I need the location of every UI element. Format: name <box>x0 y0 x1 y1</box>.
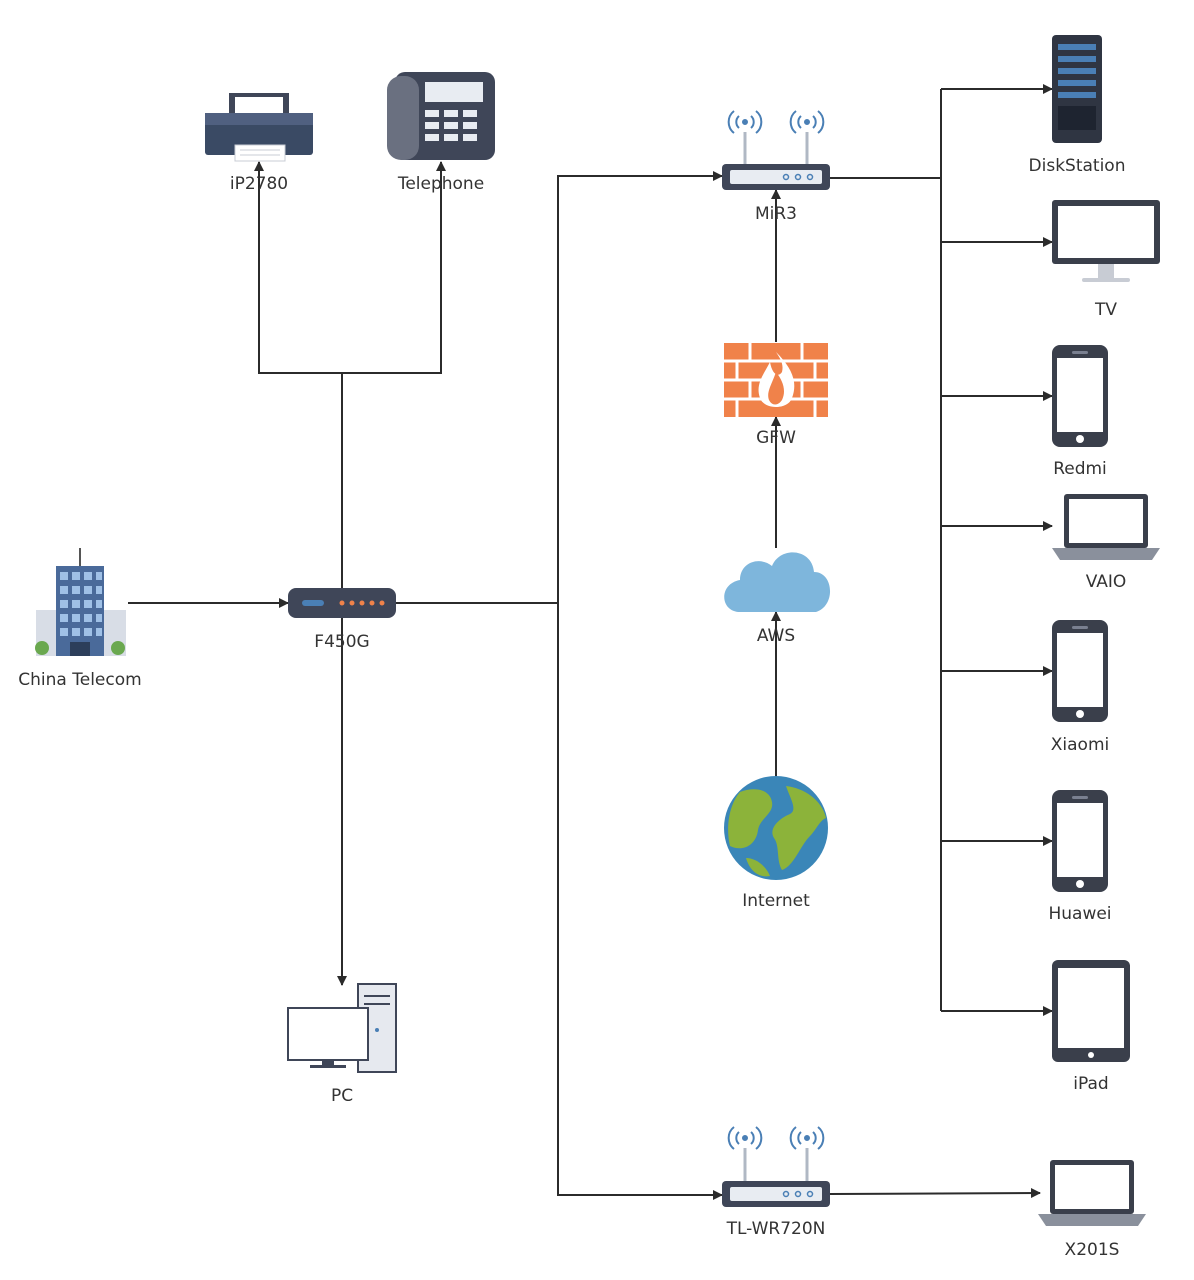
label-internet: Internet <box>742 891 810 911</box>
building-icon <box>35 548 126 656</box>
server-icon <box>1052 35 1102 143</box>
firewall-icon <box>724 343 828 417</box>
tablet-ipad-icon <box>1052 960 1130 1062</box>
tv-icon <box>1052 200 1160 282</box>
laptop-vaio-icon <box>1052 494 1160 560</box>
phone-redmi-icon <box>1052 345 1108 447</box>
label-f450g: F450G <box>314 632 370 652</box>
label-ipad: iPad <box>1073 1074 1109 1094</box>
edge-f450g-telephone <box>342 161 446 374</box>
router-tlwr720n-icon <box>722 1126 830 1207</box>
label-aws: AWS <box>756 626 796 646</box>
edge-f450g-printer <box>254 161 343 590</box>
printer-icon <box>205 93 313 162</box>
label-x201s: X201S <box>1064 1240 1120 1260</box>
cloud-icon <box>724 552 831 612</box>
label-redmi: Redmi <box>1053 459 1107 479</box>
pc-icon <box>287 983 397 1073</box>
phone-huawei-icon <box>1052 790 1108 892</box>
modem-icon <box>288 588 396 618</box>
edge-tlwr720n-x201s <box>829 1188 1041 1199</box>
globe-icon <box>724 776 828 880</box>
label-mir3: MiR3 <box>754 204 798 224</box>
label-vaio: VAIO <box>1085 572 1127 592</box>
label-pc: PC <box>330 1086 354 1106</box>
label-china-telecom: China Telecom <box>18 670 142 690</box>
label-xiaomi: Xiaomi <box>1050 735 1110 755</box>
label-tl-wr720n: TL-WR720N <box>726 1219 826 1239</box>
label-tv: TV <box>1094 300 1118 320</box>
connectors <box>128 84 1053 1200</box>
edge-trunk-tlwr720n <box>557 603 723 1200</box>
label-ip2780: iP2780 <box>229 174 289 194</box>
label-huawei: Huawei <box>1048 904 1112 924</box>
telephone-icon <box>387 72 495 160</box>
edge-trunk-mir3 <box>557 171 723 603</box>
label-gfw: GFW <box>756 428 796 448</box>
laptop-x201s-icon <box>1038 1160 1146 1226</box>
label-telephone: Telephone <box>397 174 485 194</box>
label-diskstation: DiskStation <box>1028 156 1126 176</box>
router-mir3-icon <box>722 110 830 190</box>
phone-xiaomi-icon <box>1052 620 1108 722</box>
